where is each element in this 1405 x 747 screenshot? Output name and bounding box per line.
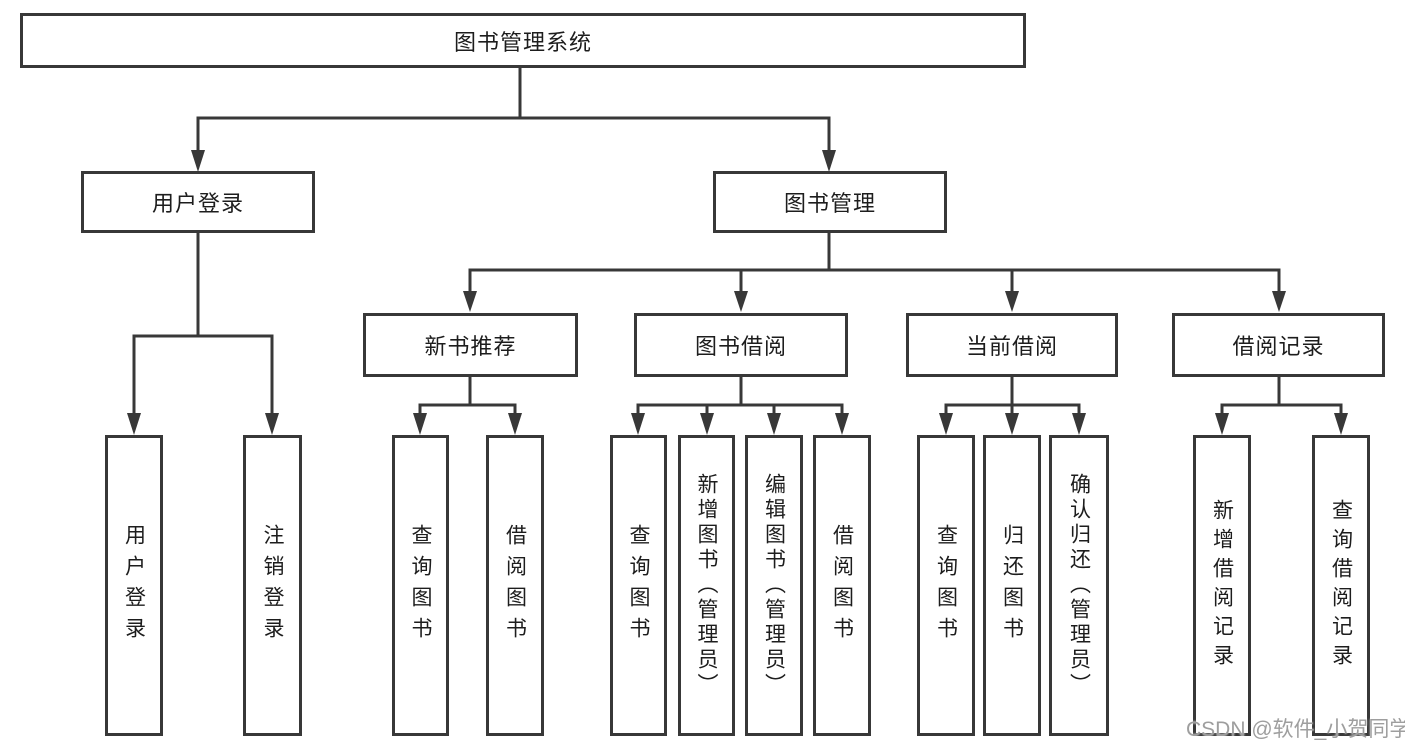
leaf-add-book-admin: 新增图书（管理员） <box>678 435 735 736</box>
leaf-edit-book-admin: 编辑图书（管理员） <box>745 435 803 736</box>
leaf-label: 借阅图书 <box>503 523 527 648</box>
leaf-label: 借阅图书 <box>830 523 854 648</box>
node-label: 图书管理 <box>783 191 876 216</box>
node-current-borrowing: 当前借阅 <box>906 313 1118 377</box>
node-book-borrowing: 图书借阅 <box>634 313 848 377</box>
arrowheads <box>127 150 1348 435</box>
node-label: 新书推荐 <box>424 334 517 359</box>
node-label: 用户登录 <box>151 191 244 216</box>
leaf-query-books-current: 查询图书 <box>917 435 975 736</box>
leaf-label: 查询图书 <box>627 523 650 648</box>
leaf-return-book: 归还图书 <box>983 435 1041 736</box>
leaf-label: 归还图书 <box>1000 523 1024 648</box>
node-library-management-system: 图书管理系统 <box>20 13 1026 68</box>
leaf-label: 确认归还（管理员） <box>1067 473 1091 698</box>
leaf-label: 查询借阅记录 <box>1329 498 1353 673</box>
leaf-borrow-books-recommend: 借阅图书 <box>486 435 544 736</box>
leaf-confirm-return-admin: 确认归还（管理员） <box>1049 435 1109 736</box>
node-label: 当前借阅 <box>965 334 1058 359</box>
leaf-query-books-borrow: 查询图书 <box>610 435 667 736</box>
node-user-login: 用户登录 <box>81 171 315 233</box>
leaf-user-login: 用户登录 <box>105 435 163 736</box>
leaf-label: 新增借阅记录 <box>1210 498 1234 673</box>
node-new-book-recommend: 新书推荐 <box>363 313 578 377</box>
leaf-borrow-books: 借阅图书 <box>813 435 871 736</box>
csdn-watermark: CSDN @软件_小贺同学 <box>1186 718 1405 741</box>
leaf-label: 注销登录 <box>261 523 284 648</box>
leaf-query-borrow-record: 查询借阅记录 <box>1312 435 1370 736</box>
leaf-label: 新增图书（管理员） <box>695 473 718 698</box>
node-book-management: 图书管理 <box>713 171 947 233</box>
leaf-label: 用户登录 <box>122 523 146 648</box>
leaf-label: 查询图书 <box>409 523 432 648</box>
leaf-label: 查询图书 <box>934 523 958 648</box>
node-label: 借阅记录 <box>1232 334 1325 359</box>
leaf-label: 编辑图书（管理员） <box>762 473 786 698</box>
leaf-query-books-recommend: 查询图书 <box>392 435 449 736</box>
node-label: 图书借阅 <box>694 334 787 359</box>
leaf-logout: 注销登录 <box>243 435 302 736</box>
node-label: 图书管理系统 <box>453 29 592 55</box>
node-borrow-records: 借阅记录 <box>1172 313 1385 377</box>
leaf-add-borrow-record: 新增借阅记录 <box>1193 435 1251 736</box>
